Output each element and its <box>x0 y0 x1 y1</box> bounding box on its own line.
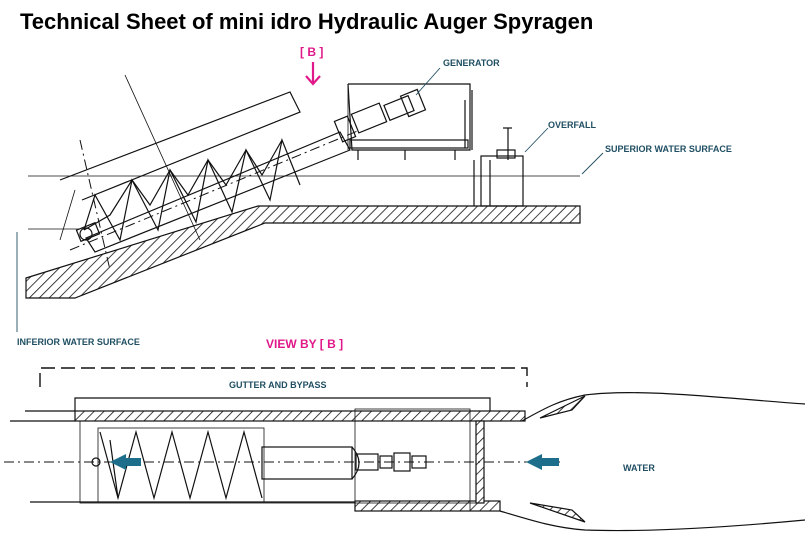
trough-end <box>59 189 76 241</box>
generator-assembly <box>333 83 473 160</box>
overfall-structure <box>473 127 524 207</box>
auger-blades <box>83 137 301 242</box>
bottom-bearing <box>79 227 93 241</box>
arrow-down-icon <box>305 62 321 86</box>
gutter-bracket <box>39 367 528 387</box>
river-top-bank <box>521 392 806 422</box>
page-title: Technical Sheet of mini idro Hydraulic A… <box>20 9 594 34</box>
view-by-b-label: VIEW BY [ B ] <box>266 337 343 351</box>
support-line <box>124 74 201 241</box>
water-label: WATER <box>623 463 655 473</box>
bearing-housing <box>75 221 101 243</box>
superior-water-surface-label: SUPERIOR WATER SURFACE <box>605 144 732 154</box>
inferior-water-surface-label: INFERIOR WATER SURFACE <box>17 337 140 347</box>
river-wing-top <box>539 395 586 419</box>
generator-leader <box>415 67 441 96</box>
concrete-channel <box>25 205 581 299</box>
overfall-label: OVERFALL <box>548 120 597 130</box>
arrow-left-icon <box>526 454 559 470</box>
superior-leader <box>581 152 604 175</box>
auger-shaft-top <box>261 446 353 480</box>
river-bottom-bank <box>499 510 806 532</box>
bypass-chamber <box>354 408 471 512</box>
arrow-left-icon <box>110 454 141 470</box>
lower-axis-mark <box>79 139 111 271</box>
top-view: GUTTER AND BYPASS <box>4 367 806 532</box>
b-marker-label: [ B ] <box>300 45 323 59</box>
gutter-and-bypass-label: GUTTER AND BYPASS <box>229 380 327 390</box>
river-wing-bottom <box>529 502 586 523</box>
gutter-top-edge <box>74 397 491 411</box>
generator-label: GENERATOR <box>443 58 500 68</box>
overfall-leader <box>524 127 549 153</box>
auger-axis <box>69 129 361 251</box>
side-view <box>16 67 604 332</box>
trough-outline <box>59 91 301 201</box>
top-wall <box>74 410 526 422</box>
auger-shaft <box>85 131 351 253</box>
